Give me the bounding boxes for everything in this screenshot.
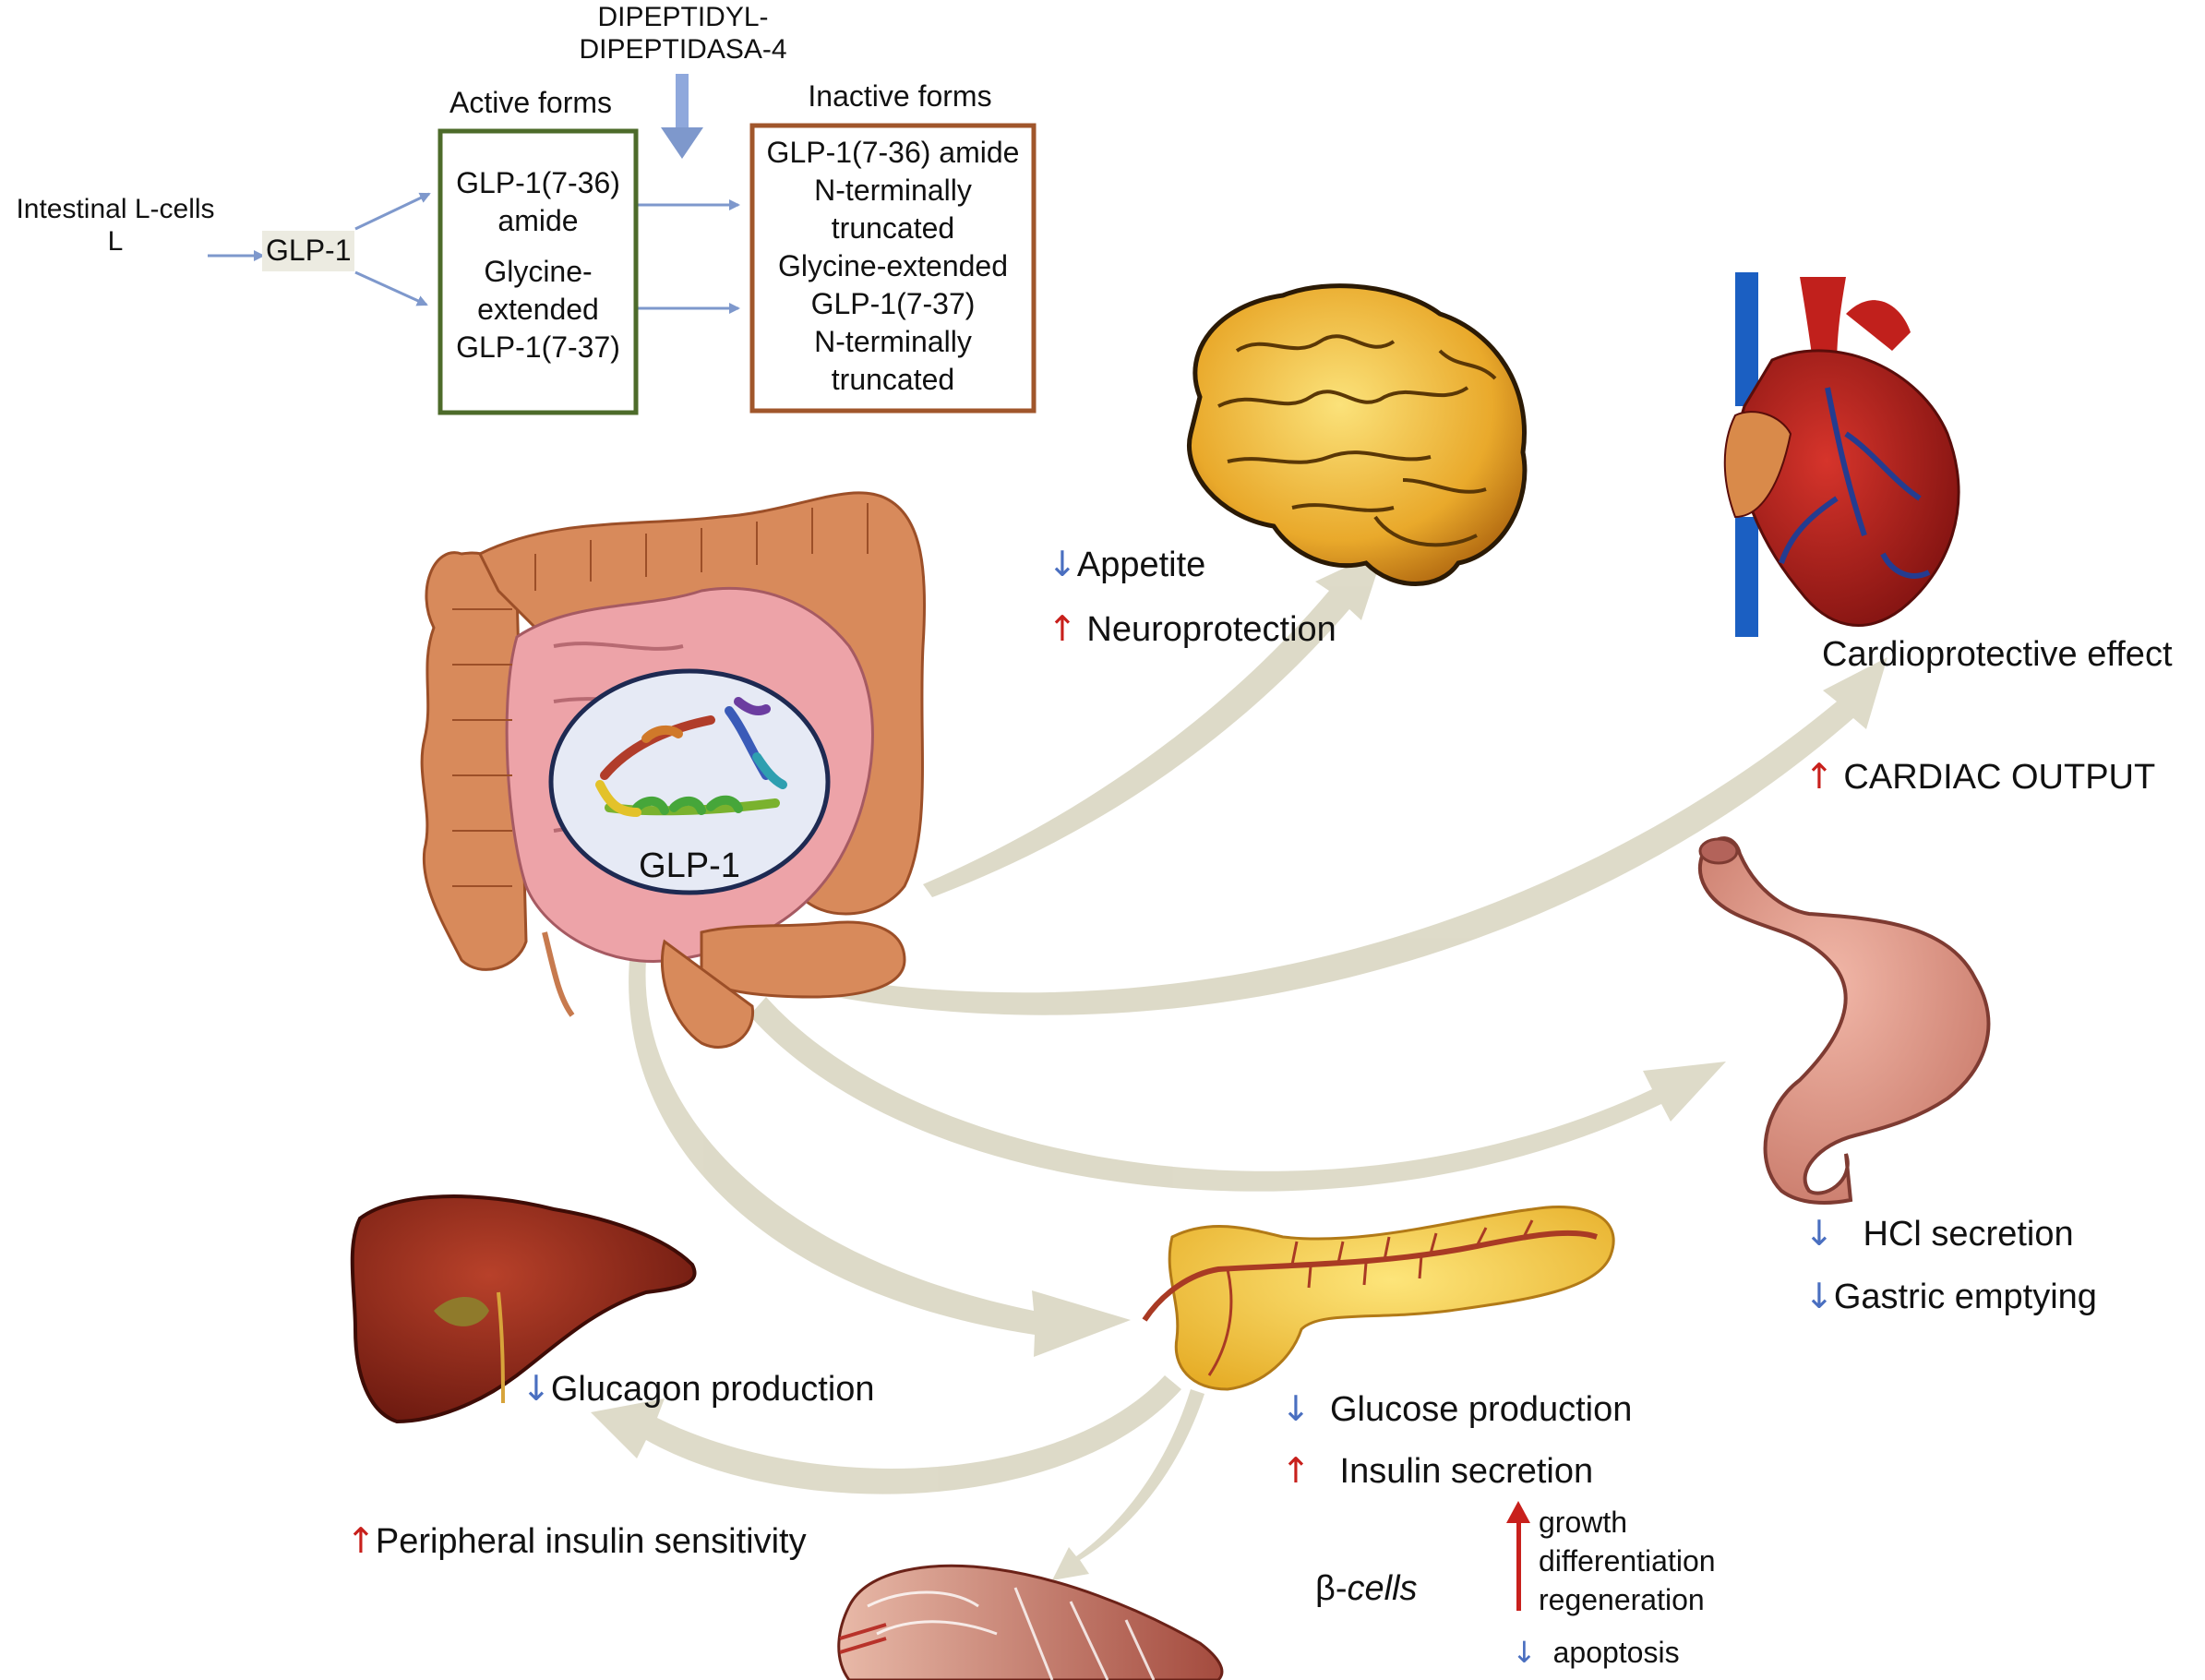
arrow-to-liver [591,1375,1181,1494]
glp1-helix-icon [595,697,787,817]
beta-prefix: β- [1315,1569,1348,1608]
arrow-to-heart [835,657,1887,1015]
active-forms-title: Active forms [449,86,613,119]
active-line-4: Glycine- [484,255,593,288]
differentiation-text: differentiation [1539,1544,1716,1578]
down-arrow-icon: ↓ [1048,544,1077,584]
inactive-line-7: truncated [831,363,955,396]
muscle-illustration [837,1564,1224,1680]
down-arrow-icon: ↓ [1281,1388,1311,1429]
source-line1: Intestinal L-cells [16,194,215,224]
brain-illustration [1187,283,1528,586]
cardiac-output-effect: ↑ CARDIAC OUTPUT [1804,756,2156,798]
pancreas-illustration [1142,1205,1615,1391]
intestinal-l-cells-label: Intestinal L-cells L [0,194,231,258]
insulin-sensitivity-effect: ↑Peripheral insulin sensitivity [346,1520,807,1563]
inactive-line-2: N-terminally [814,174,972,207]
hcl-secretion-text: HCl secretion [1863,1215,2074,1254]
insulin-secretion-text: Insulin secretion [1339,1452,1594,1491]
inactive-line-4: Glycine-extended [777,249,1009,282]
glp1-center-label: GLP-1 [639,846,740,885]
down-arrow-icon: ↓ [1512,1635,1537,1670]
arrow-to-pancreas [629,960,1131,1357]
down-arrow-icon: ↓ [1804,1276,1834,1316]
liver-illustration [350,1194,697,1424]
cardioprotective-effect: Cardioprotective effect [1822,635,2173,674]
appetite-effect: ↓Appetite [1048,544,1206,586]
stomach-illustration [1697,836,1991,1205]
apoptosis-text: apoptosis [1552,1636,1680,1669]
dpp4-arrow [661,74,703,159]
source-line2: L [107,225,124,257]
inactive-line-1: GLP-1(7-36) amide [766,136,1020,169]
beta-cells-label: β-cells [1315,1569,1418,1610]
active-forms-content: GLP-1(7-36) amide Glycine- extended GLP-… [440,164,636,366]
down-arrow-icon: ↓ [1804,1213,1834,1254]
glucagon-production-text: Glucagon production [550,1370,875,1409]
up-arrow-icon: ↑ [1804,756,1834,797]
glucagon-production-effect: ↓Glucagon production [521,1368,875,1410]
inactive-forms-box [749,123,1037,414]
arrow-glp1-to-amide [354,192,431,231]
insulin-sensitivity-text: Peripheral insulin sensitivity [375,1522,807,1561]
inactive-forms-content: GLP-1(7-36) amide N-terminally truncated… [752,134,1034,399]
active-line-3 [440,240,636,253]
hcl-secretion-effect: ↓ HCl secretion [1804,1213,2074,1255]
beta-cells-text: cells [1347,1569,1418,1608]
active-line-5: extended [477,293,599,326]
dpp4-label: DIPEPTIDYL- DIPEPTIDASA-4 [545,2,821,66]
enzyme-line1: DIPEPTIDYL- [597,2,769,32]
regeneration-text: regeneration [1539,1583,1705,1616]
inactive-forms-title: Inactive forms [808,79,992,113]
active-line-2: amide [497,204,579,237]
neuroprotection-effect: ↑ Neuroprotection [1048,608,1336,651]
up-arrow-icon: ↑ [346,1520,376,1561]
up-arrow-icon: ↑ [1281,1450,1311,1491]
arrow-to-brain [923,549,1384,897]
inactive-line-6: N-terminally [814,325,972,358]
apoptosis-effect: ↓ apoptosis [1512,1636,1680,1670]
glp1-flow-label: GLP-1 [266,234,352,267]
inactive-line-5: GLP-1(7-37) [810,287,976,320]
organ-arrows [591,549,1887,1580]
glp1-molecule-ellipse [548,668,831,895]
glp1-label-bg [262,231,354,271]
active-line-1: GLP-1(7-36) [456,166,620,199]
cardiac-output-text: CARDIAC OUTPUT [1843,758,2156,797]
beta-growth-arrow [1506,1501,1530,1611]
enzyme-line2: DIPEPTIDASA-4 [579,33,787,65]
beta-effects-list: growth differentiation regeneration [1539,1503,1716,1619]
arrow-to-muscle [1052,1389,1204,1580]
appetite-text: Appetite [1076,546,1206,584]
inactive-line-3: truncated [831,211,955,245]
neuroprotection-text: Neuroprotection [1086,610,1336,649]
active-line-6: GLP-1(7-37) [456,330,620,364]
gastric-emptying-text: Gastric emptying [1833,1278,2097,1316]
active-forms-box [437,128,639,415]
glucose-production-text: Glucose production [1329,1390,1633,1429]
up-arrow-icon: ↑ [1048,608,1077,649]
gastric-emptying-effect: ↓Gastric emptying [1804,1276,2097,1318]
growth-text: growth [1539,1506,1628,1539]
down-arrow-icon: ↓ [521,1368,551,1409]
insulin-secretion-effect: ↑ Insulin secretion [1281,1450,1594,1493]
arrow-glp1-to-glycine [354,270,428,306]
heart-illustration [1723,272,1960,637]
glucose-production-effect: ↓ Glucose production [1281,1388,1633,1431]
arrow-to-stomach [749,997,1726,1192]
